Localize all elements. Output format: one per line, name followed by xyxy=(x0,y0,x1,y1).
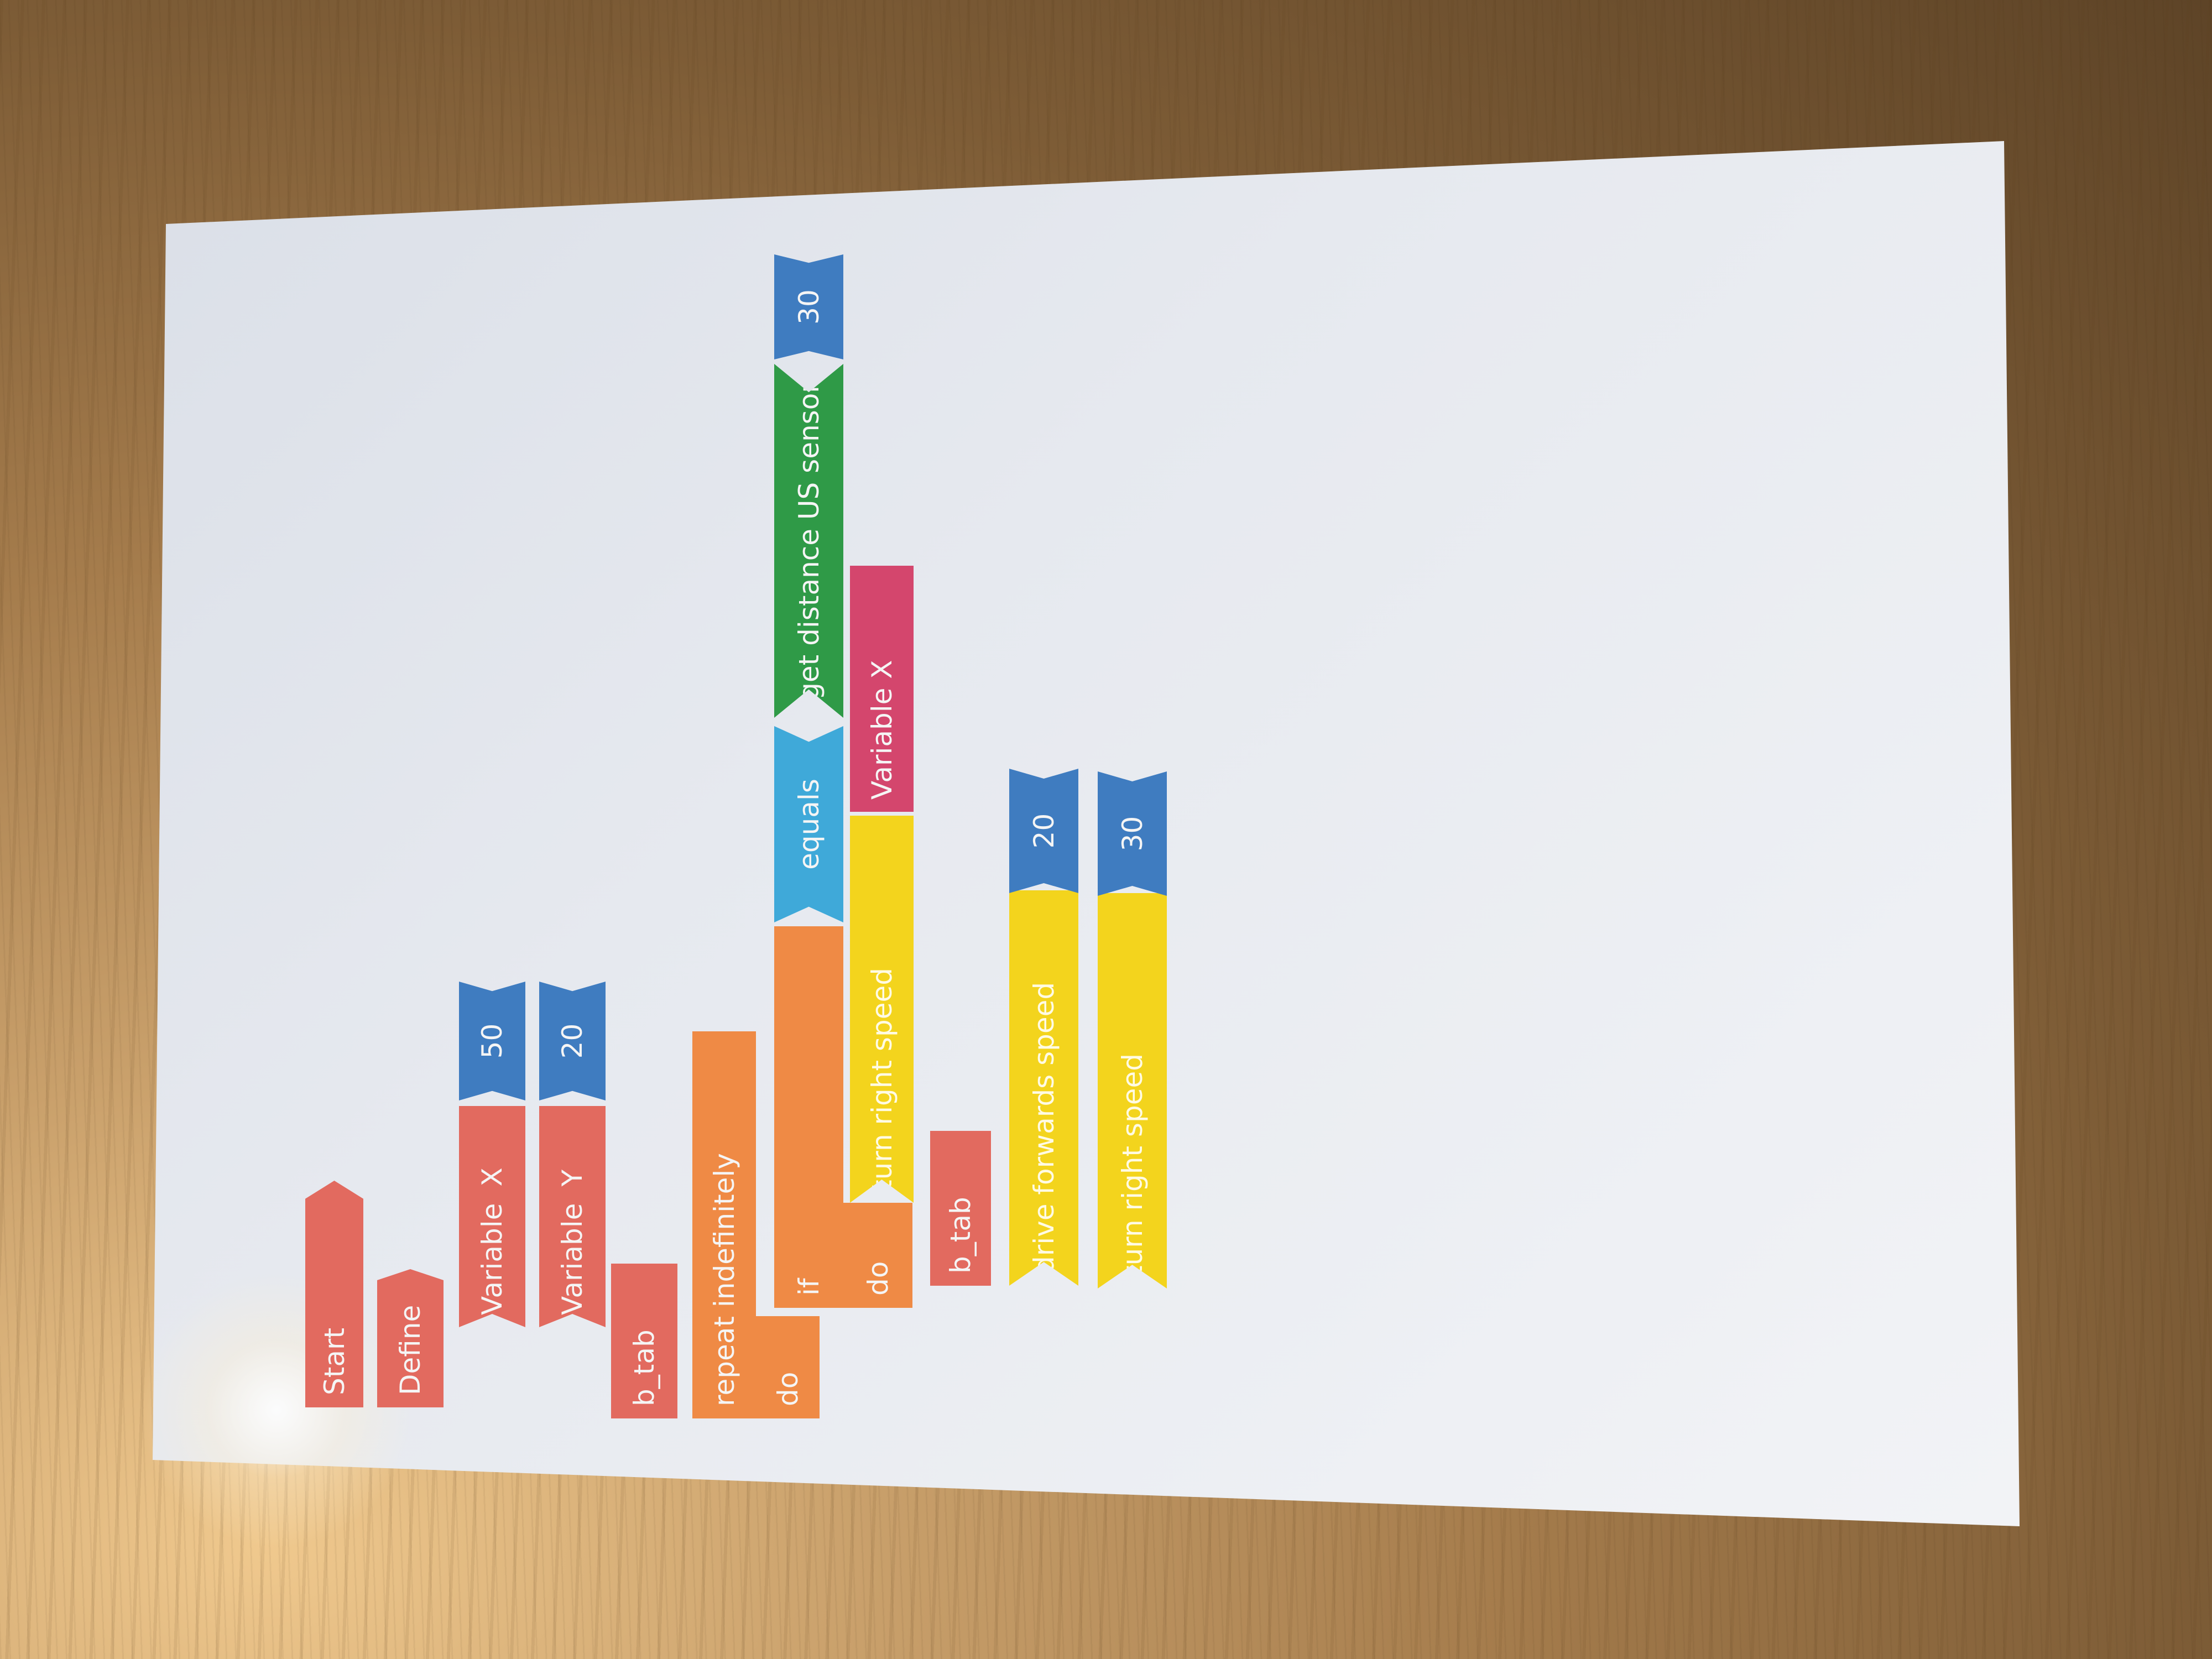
repeat-label: repeat indefinitely xyxy=(708,1153,740,1406)
variable-y-value: 20 xyxy=(556,1023,588,1059)
turn-right-value: 30 xyxy=(1116,816,1149,852)
turn-right-label-2: turn right speed xyxy=(1116,1053,1149,1276)
equals-block: equals xyxy=(774,726,843,922)
turn-right-label-1: turn right speed xyxy=(865,968,898,1191)
turn-right-block-1: turn right speed xyxy=(850,816,914,1203)
repeat-block: repeat indefinitely xyxy=(692,1031,756,1418)
variable-x-value-block: 50 xyxy=(459,982,525,1100)
turn-right-value-block: 30 xyxy=(1098,771,1167,896)
b-tab-label: b_tab xyxy=(628,1329,660,1406)
drive-forwards-label: drive forwards speed xyxy=(1027,982,1060,1274)
variable-y-name: Y xyxy=(556,1170,588,1187)
b-tab-block-2: b_tab xyxy=(930,1131,991,1286)
variable-x-ref-block: Variable X xyxy=(850,566,914,812)
equals-label: equals xyxy=(792,779,825,870)
drive-forwards-value: 20 xyxy=(1027,813,1060,849)
variable-y-value-block: 20 xyxy=(539,982,606,1100)
repeat-do-block: do xyxy=(756,1316,820,1418)
repeat-do-label: do xyxy=(771,1371,804,1406)
if-block: if xyxy=(774,926,843,1308)
define-block: Define xyxy=(377,1269,444,1407)
variable-x-block: Variable X xyxy=(459,1106,525,1327)
variable-x-label: Variable xyxy=(476,1203,508,1315)
light-glare xyxy=(138,1272,415,1548)
b-tab-block: b_tab xyxy=(611,1264,677,1418)
variable-x-ref-label: Variable X xyxy=(865,660,898,800)
variable-y-label: Variable xyxy=(556,1203,588,1315)
start-block: Start xyxy=(305,1181,363,1407)
variable-x-name: X xyxy=(476,1167,508,1187)
if-label: if xyxy=(792,1278,825,1296)
variable-y-block: Variable Y xyxy=(539,1106,606,1327)
drive-forwards-block: drive forwards speed xyxy=(1009,890,1078,1286)
turn-right-block-2: turn right speed xyxy=(1098,893,1167,1288)
if-do-label: do xyxy=(862,1261,894,1296)
sensor-block: get distance US sensor xyxy=(774,364,843,718)
b-tab-label-2: b_tab xyxy=(945,1197,977,1274)
start-label: Start xyxy=(318,1327,351,1395)
sensor-value-block: 30 xyxy=(774,254,843,359)
drive-forwards-value-block: 20 xyxy=(1009,769,1078,893)
sensor-label: get distance US sensor xyxy=(792,382,825,700)
variable-x-value: 50 xyxy=(476,1023,508,1059)
define-label: Define xyxy=(394,1305,426,1395)
sensor-value: 30 xyxy=(792,289,825,325)
if-do-block: do xyxy=(843,1203,912,1308)
